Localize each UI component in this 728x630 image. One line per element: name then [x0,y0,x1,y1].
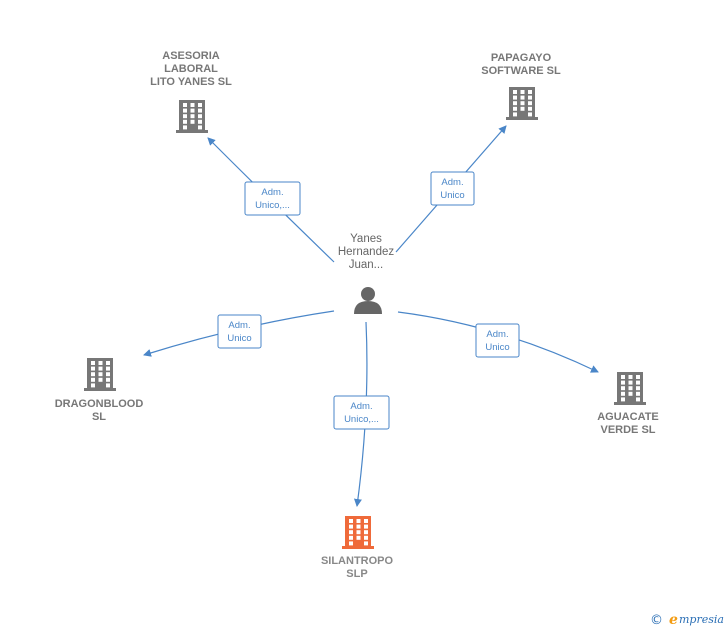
edge-asesoria: Adm. Unico,... [207,137,335,263]
edge-label-box[interactable]: Adm. Unico [475,323,520,358]
brand-logo-text: mpresia [679,613,724,626]
edge-label: Adm. Unico [227,320,251,344]
edge-label-line: Adm. [441,177,463,188]
edge-label-frame [430,171,475,206]
edge-label-line: Unico [227,333,251,344]
edge-dragonblood: Adm. Unico [143,310,335,357]
brand-logo-initial: e [669,612,678,628]
edge-label-box[interactable]: Adm. Unico [430,171,475,206]
building-icon [84,358,116,391]
company-name-line: SOFTWARE SL [481,65,561,77]
edge-label-frame [475,323,520,358]
edge-label-box[interactable]: Adm. Unico [217,314,262,349]
edge-papagayo: Adm. Unico [395,125,507,253]
building-icon [176,100,208,133]
edge-label-frame [333,395,390,430]
company-name-line: PAPAGAYO [491,52,552,64]
edge-label-line: Adm. [261,187,283,198]
company-name-line: SL [92,411,106,423]
company-name-line: LABORAL [164,63,218,75]
company-name-line: LITO YANES SL [150,76,232,88]
footer-brand: © e mpresia [650,612,724,628]
person-name-line: Yanes [350,233,382,245]
edge-label-line: Unico,... [255,200,290,211]
edge-label: Adm. Unico,... [344,401,379,425]
edge-aguacate: Adm. Unico [397,311,599,373]
edge-label-box[interactable]: Adm. Unico,... [244,181,301,216]
company-name-line: ASESORIA [162,50,220,62]
building-icon [614,372,646,405]
building-icon [342,516,374,549]
building-icon [506,87,538,120]
company-name-line: VERDE SL [600,424,655,436]
company-name-line: DRAGONBLOOD [55,398,144,410]
edge-label: Adm. Unico,... [255,187,290,211]
edge-label-line: Unico [485,342,509,353]
company-name-line: SILANTROPO [321,555,394,567]
edge-label-line: Adm. [350,401,372,412]
edge-silantropo: Adm. Unico,... [333,321,390,507]
person-name-line: Hernandez [338,246,395,258]
edge-label: Adm. Unico [440,177,464,201]
edge-label-frame [244,181,301,216]
person-icon [354,287,382,314]
edge-label-line: Adm. [228,320,250,331]
edge-label-box[interactable]: Adm. Unico,... [333,395,390,430]
edge-label: Adm. Unico [485,329,509,353]
company-name-line: AGUACATE [597,411,659,423]
edge-label-line: Adm. [486,329,508,340]
person-name-line: Juan... [349,259,384,271]
company-name-line: SLP [346,568,367,580]
edge-label-frame [217,314,262,349]
copyright-symbol: © [650,613,663,628]
edge-label-line: Unico,... [344,414,379,425]
edge-label-line: Unico [440,190,464,201]
